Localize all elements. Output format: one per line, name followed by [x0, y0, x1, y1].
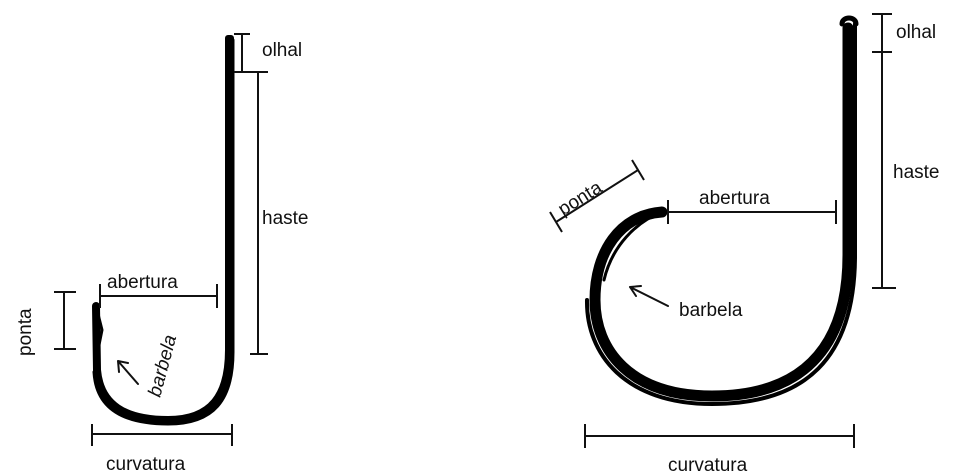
right-hook-body-outer	[584, 22, 857, 406]
left-abertura-label: abertura	[107, 272, 178, 293]
left-curvatura-label: curvatura	[106, 454, 186, 474]
left-barbela-label: barbela	[145, 333, 182, 400]
left-ponta-label: ponta	[15, 308, 36, 356]
left-hook-eye	[225, 35, 234, 45]
left-haste-label: haste	[262, 208, 308, 229]
right-abertura-label: abertura	[699, 188, 770, 209]
right-abertura-dimension	[667, 200, 837, 224]
right-hook-barb	[602, 210, 664, 282]
left-hook-figure: olhal haste abertura ponta barbela curva…	[15, 33, 308, 474]
right-olhal-label: olhal	[896, 22, 936, 43]
right-haste-dimension	[872, 52, 896, 289]
right-olhal-dimension	[872, 13, 892, 53]
left-hook-barb	[94, 304, 104, 347]
left-olhal-label: olhal	[262, 40, 302, 61]
left-barbela-arrow	[117, 360, 139, 385]
right-hook-body	[589, 22, 854, 402]
right-ponta-label: ponta	[555, 177, 607, 220]
left-hook-body	[92, 38, 233, 424]
left-ponta-dimension	[54, 291, 76, 350]
left-abertura-dimension	[99, 284, 218, 308]
left-olhal-dimension	[234, 33, 268, 73]
right-haste-label: haste	[893, 162, 939, 183]
right-barbela-arrow	[629, 285, 669, 307]
right-hook-figure: olhal haste abertura ponta barbela curva…	[549, 13, 939, 474]
left-hook-body-inner	[92, 38, 235, 426]
right-hook-eye	[839, 15, 859, 27]
left-haste-dimension	[250, 72, 268, 355]
right-curvatura-dimension	[584, 424, 855, 448]
right-ponta-dimension	[549, 159, 645, 233]
right-barbela-label: barbela	[679, 300, 743, 321]
left-curvatura-dimension	[91, 424, 233, 446]
right-curvatura-label: curvatura	[668, 455, 748, 474]
